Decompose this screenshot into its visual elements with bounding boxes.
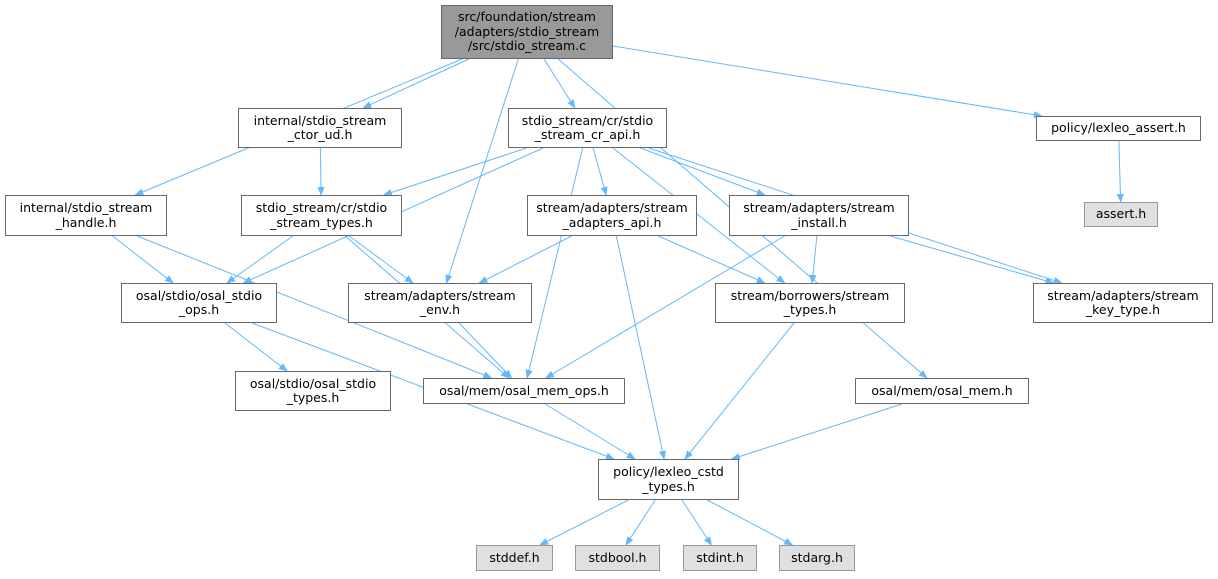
node-label-line: stream/adapters/stream <box>364 287 516 303</box>
edge-adapters_api-to-stream_env <box>478 235 572 284</box>
node-stream-env[interactable]: stream/adapters/stream_env.h <box>348 283 532 323</box>
edge-install-to-key_type <box>890 235 1055 285</box>
node-label-line: assert.h <box>1095 206 1147 222</box>
node-label-line: stream/adapters/stream <box>536 200 688 215</box>
node-root[interactable]: src/foundation/stream/adapters/stdio_str… <box>441 5 613 59</box>
node-label-line: stream/adapters/stream <box>743 200 895 215</box>
node-label-line: osal/mem/osal_mem.h <box>871 382 1013 398</box>
edge-cstd_types-to-stdarg <box>707 499 794 546</box>
edge-cr_api-to-borrowers_types <box>612 147 786 284</box>
node-label-line: stream/adapters/stream <box>1047 287 1199 303</box>
node-cr-api[interactable]: stdio_stream/cr/stdio_stream_cr_api.h <box>508 108 667 148</box>
edge-install-to-osal_mem_ops <box>545 235 785 379</box>
edge-root-to-ctor_ud <box>362 58 469 109</box>
edge-root-to-stream_env <box>445 58 519 284</box>
edge-cr_api-to-install <box>640 147 766 196</box>
node-key-type[interactable]: stream/adapters/stream_key_type.h <box>1033 283 1213 323</box>
edge-adapters_api-to-borrowers_types <box>658 235 766 284</box>
node-stdarg: stdarg.h <box>779 545 855 571</box>
node-label-line: _types.h <box>642 478 695 494</box>
edge-cstd_types-to-stddef <box>539 499 629 546</box>
edge-osal_mem_ops-to-cstd_types <box>544 403 636 460</box>
edge-handle-to-osal_mem_ops <box>136 235 493 379</box>
node-handle[interactable]: internal/stdio_stream_handle.h <box>5 195 167 236</box>
node-label-line: stdio_stream/cr/stdio <box>521 112 654 128</box>
node-label-line: osal/stdio/osal_stdio <box>135 287 263 303</box>
node-label-line: internal/stdio_stream <box>253 112 387 128</box>
edge-osal_mem-to-cstd_types <box>730 403 902 460</box>
node-label-line: _ops.h <box>178 302 220 317</box>
edge-stream_env-to-osal_mem_ops <box>458 322 513 379</box>
node-label-line: stdio_stream/cr/stdio <box>255 200 388 215</box>
node-label-line: policy/lexleo_assert.h <box>1051 120 1186 136</box>
edge-cstd_types-to-stdint <box>681 499 712 546</box>
node-label-line: stream/borrowers/stream <box>730 287 890 303</box>
node-label-line: stdarg.h <box>791 549 843 565</box>
node-label-line: _stream_types.h <box>270 214 373 230</box>
node-label-line: _handle.h <box>55 214 117 230</box>
node-label-line: osal/mem/osal_mem_ops.h <box>439 382 609 398</box>
edge-cstd_types-to-stdbool <box>625 499 656 546</box>
edge-root-to-lexleo_assert <box>612 45 1043 119</box>
node-label-line: _types.h <box>286 390 340 405</box>
node-label-line: internal/stdio_stream <box>19 200 153 215</box>
edge-adapters_api-to-cstd_types <box>615 235 666 460</box>
edge-lexleo_assert-to-assert <box>1116 140 1124 203</box>
node-stdbool: stdbool.h <box>575 545 660 571</box>
edge-borrowers_types-to-cstd_types <box>684 322 795 460</box>
node-label-line: /adapters/stdio_stream <box>454 23 600 39</box>
node-label-line: src/foundation/stream <box>458 9 596 25</box>
edge-handle-to-osal_stdio_ops <box>112 235 174 284</box>
node-label-line: _env.h <box>419 302 461 317</box>
edge-root-to-cr_api <box>543 58 576 109</box>
node-label-line: _types.h <box>783 302 837 317</box>
node-stddef: stddef.h <box>476 545 553 571</box>
node-cstd-types[interactable]: policy/lexleo_cstd_types.h <box>598 459 739 500</box>
node-osal-mem[interactable]: osal/mem/osal_mem.h <box>855 378 1029 404</box>
edge-cr_api-to-adapters_api <box>592 147 608 196</box>
node-label-line: policy/lexleo_cstd <box>613 464 724 479</box>
node-lexleo-assert[interactable]: policy/lexleo_assert.h <box>1036 116 1201 141</box>
edge-install-to-borrowers_types <box>809 235 818 284</box>
edge-stdio_types-to-osal_stdio_ops <box>226 235 294 284</box>
node-osal-stdio-types[interactable]: osal/stdio/osal_stdio_types.h <box>235 371 391 411</box>
edge-osal_stdio_ops-to-osal_stdio_types <box>224 322 288 372</box>
node-label-line: _adapters_api.h <box>562 214 662 230</box>
node-osal-mem-ops[interactable]: osal/mem/osal_mem_ops.h <box>423 378 625 404</box>
node-stdint: stdint.h <box>683 545 757 571</box>
node-label-line: /src/stdio_stream.c <box>467 38 587 54</box>
node-label-line: _install.h <box>791 214 847 230</box>
edge-stdio_types-to-stream_env <box>348 235 414 284</box>
node-label-line: stdbool.h <box>588 549 647 565</box>
node-label-line: osal/stdio/osal_stdio <box>249 375 377 391</box>
node-stdio-types[interactable]: stdio_stream/cr/stdio_stream_types.h <box>241 195 402 236</box>
edge-cr_api-to-osal_mem_ops <box>525 147 584 379</box>
node-adapters-api[interactable]: stream/adapters/stream_adapters_api.h <box>527 195 697 236</box>
node-label-line: _ctor_ud.h <box>287 127 353 142</box>
node-label-line: _stream_cr_api.h <box>534 127 641 142</box>
node-borrowers-types[interactable]: stream/borrowers/stream_types.h <box>715 283 905 323</box>
node-label-line: stddef.h <box>489 549 540 565</box>
node-label-line: stdint.h <box>696 549 744 565</box>
node-install[interactable]: stream/adapters/stream_install.h <box>729 195 909 236</box>
node-label-line: _key_type.h <box>1085 302 1161 317</box>
node-osal-stdio-ops[interactable]: osal/stdio/osal_stdio_ops.h <box>121 283 277 323</box>
node-ctor-ud[interactable]: internal/stdio_stream_ctor_ud.h <box>238 108 402 148</box>
edge-ctor_ud-to-stdio_types <box>317 147 325 196</box>
edge-cr_api-to-stdio_types <box>382 147 527 196</box>
node-assert: assert.h <box>1084 202 1158 227</box>
